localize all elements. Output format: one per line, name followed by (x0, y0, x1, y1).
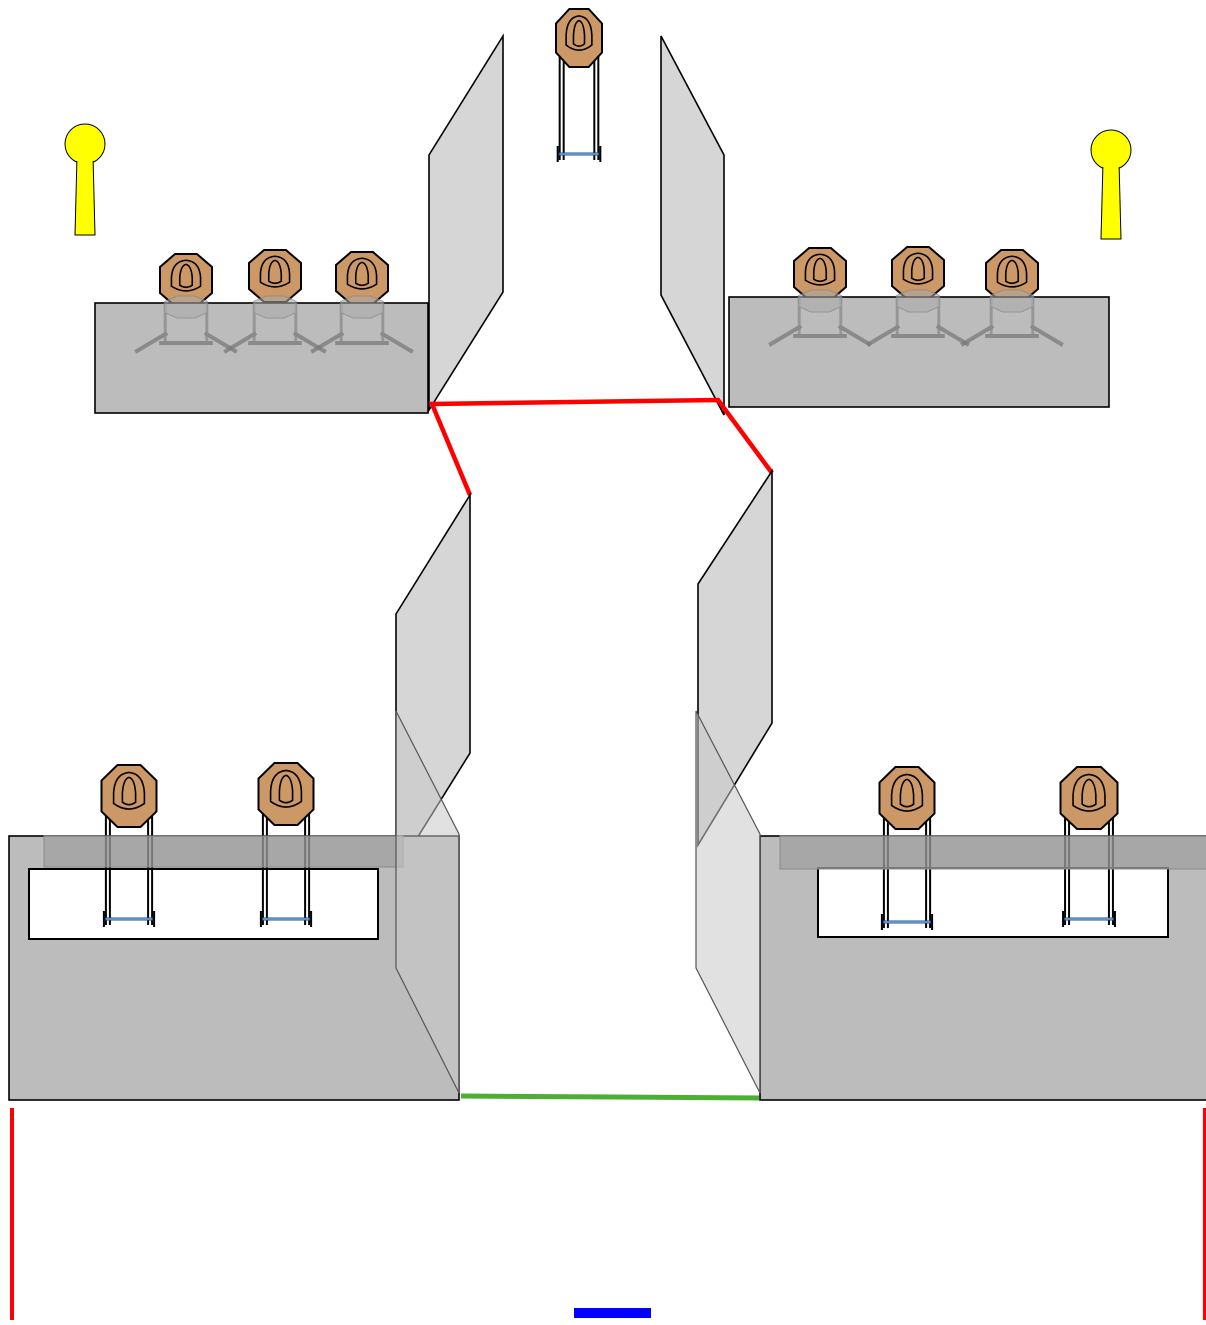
target-stand-top-left-2 (223, 295, 327, 354)
wall-lower-left-rear (395, 710, 460, 1094)
wall-lower-right-rear (695, 710, 761, 1094)
paper-target-top-left-2 (248, 249, 302, 303)
steel-popper-left (64, 123, 106, 236)
paper-target-top-center (555, 8, 603, 162)
fault-line-upper (428, 397, 774, 496)
target-stand-top-right-3 (960, 289, 1064, 347)
target-stand-top-right-1 (768, 289, 872, 347)
barrel-top-right (728, 246, 1110, 408)
barrel-top-left (94, 249, 429, 414)
fault-line-start (460, 1093, 760, 1101)
box-bottom-right (695, 710, 1206, 1101)
start-position (574, 1308, 651, 1318)
paper-target-top-right-2 (891, 246, 945, 300)
box-bottom-left (8, 710, 460, 1101)
paper-target-top-center (555, 8, 603, 162)
wall-upper-left (428, 33, 504, 413)
target-stand-top-left-1 (134, 295, 238, 354)
target-stand-top-left-3 (310, 295, 414, 354)
paper-target-top-right-1 (793, 247, 847, 301)
steel-popper-right (1090, 129, 1132, 240)
wall-upper-right (660, 35, 725, 416)
